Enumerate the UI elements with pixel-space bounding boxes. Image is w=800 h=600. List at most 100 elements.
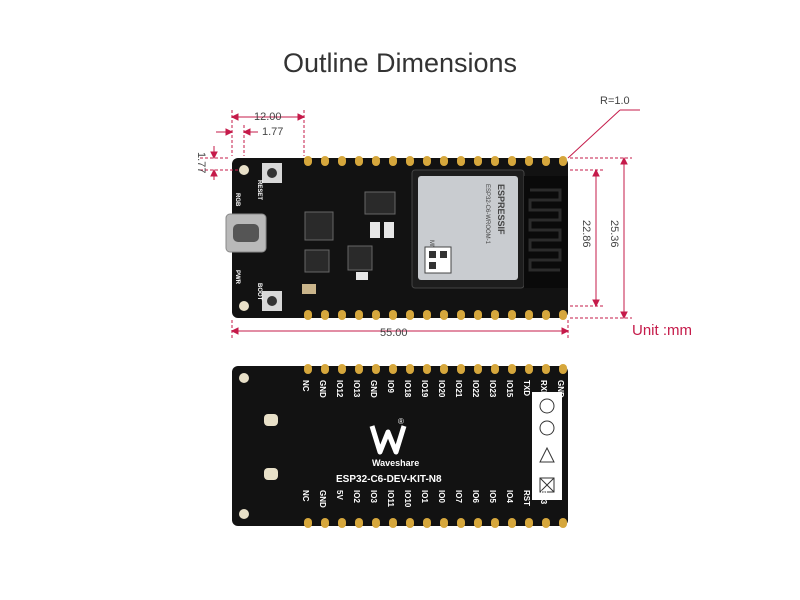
pb-free-icon — [539, 420, 555, 436]
dim-outer-height: 25.36 — [608, 220, 620, 248]
pin-pad — [321, 518, 329, 528]
top-board: ESPRESSIF ESP32-C6-WROOM-1 MN8 RGB RESET… — [225, 156, 568, 320]
dim-hole-offset-x: 1.77 — [262, 126, 283, 138]
dim-hole-offset-y: 1.77 — [195, 152, 207, 173]
pin-pad — [508, 518, 516, 528]
top-pin-label: IO15 — [505, 380, 514, 398]
waveshare-logo-icon — [369, 425, 407, 455]
dim-radius: R=1.0 — [600, 95, 630, 107]
pin-pad — [559, 518, 567, 528]
brand-text: Waveshare — [372, 458, 419, 468]
pin-pad — [372, 156, 380, 166]
ic-chip-3 — [347, 245, 373, 271]
bottom-pin-row — [304, 310, 567, 320]
pin-pad — [559, 156, 567, 166]
pin-pad — [338, 364, 346, 374]
top-pin-row — [304, 156, 567, 166]
dim-width-offset: 12.00 — [254, 111, 282, 123]
top-pin-label: IO18 — [403, 380, 412, 398]
top-pin-label: GND — [369, 380, 378, 398]
pin-pad — [406, 156, 414, 166]
pin-pad — [457, 518, 465, 528]
pin-pad — [372, 364, 380, 374]
pin-pad — [440, 364, 448, 374]
page-title: Outline Dimensions — [282, 48, 518, 78]
pin-pad — [491, 310, 499, 320]
pin-pad — [508, 364, 516, 374]
pin-pad — [474, 518, 482, 528]
bottom-pin-label: 5V — [335, 490, 344, 500]
boot-label: BOOT — [256, 283, 262, 301]
pin-pad — [440, 156, 448, 166]
ic-chip-4 — [364, 191, 396, 215]
bottom-pin-label: IO2 — [352, 490, 361, 503]
module-model-text: ESP32-C6-WROOM-1 — [484, 184, 490, 245]
pin-pad — [525, 310, 533, 320]
pin-pad — [304, 364, 312, 374]
top-pin-label: IO19 — [420, 380, 429, 398]
pin-pad — [474, 156, 482, 166]
module-brand-text: ESPRESSIF — [496, 184, 506, 235]
pin-pad — [355, 156, 363, 166]
reset-label: RESET — [256, 180, 262, 200]
bottom-board-top-pin-row — [304, 364, 567, 374]
pin-pad — [389, 518, 397, 528]
top-pin-label: IO12 — [335, 380, 344, 398]
top-pin-label: NC — [301, 380, 310, 392]
pin-pad — [491, 156, 499, 166]
bottom-pin-label: IO11 — [386, 490, 395, 507]
pin-pad — [304, 518, 312, 528]
pin-pad — [457, 364, 465, 374]
pin-pad — [355, 518, 363, 528]
top-pin-label: IO9 — [386, 380, 395, 393]
bottom-pin-label: IO1 — [420, 490, 429, 503]
usb-pad-1 — [264, 414, 278, 426]
pin-pad — [355, 364, 363, 374]
pin-pad — [338, 156, 346, 166]
pin-pad — [389, 364, 397, 374]
pin-pad — [525, 364, 533, 374]
svg-text:®: ® — [398, 417, 404, 426]
mount-hole-b-bottom-left — [239, 509, 249, 519]
dimension-lines — [200, 109, 640, 338]
pin-pad — [321, 310, 329, 320]
bottom-pin-label: RST — [522, 490, 531, 506]
pin-pad — [525, 156, 533, 166]
ic-chip-1 — [304, 211, 334, 241]
bottom-pin-label: IO4 — [505, 490, 514, 503]
top-pin-label: TXD — [522, 380, 531, 396]
bottom-pin-label: IO7 — [454, 490, 463, 503]
pin-pad — [423, 156, 431, 166]
pin-pad — [542, 518, 550, 528]
cert-panel — [532, 392, 562, 500]
rgb-label: RGB — [234, 193, 240, 207]
top-pin-label: IO20 — [437, 380, 446, 398]
pin-pad — [559, 310, 567, 320]
pin-pad — [372, 518, 380, 528]
bottom-pin-label: IO6 — [471, 490, 480, 503]
bottom-pin-label: NC — [301, 490, 310, 502]
pin-pad — [406, 364, 414, 374]
pin-pad — [491, 518, 499, 528]
pin-pad — [389, 310, 397, 320]
bottom-pin-label: IO10 — [403, 490, 412, 508]
pin-pad — [542, 156, 550, 166]
pin-pad — [542, 310, 550, 320]
bottom-board-bottom-pin-row — [304, 518, 567, 528]
pin-pad — [559, 364, 567, 374]
dim-inner-height: 22.86 — [580, 220, 592, 248]
pin-pad — [440, 310, 448, 320]
pin-pad — [321, 364, 329, 374]
pwr-label: PWR — [234, 270, 240, 285]
pin-pad — [406, 518, 414, 528]
dim-length: 55.00 — [380, 327, 408, 339]
usb-pad-2 — [264, 468, 278, 480]
mount-hole-top-left — [239, 165, 249, 175]
model-text: ESP32-C6-DEV-KIT-N8 — [336, 474, 442, 485]
pin-pad — [525, 518, 533, 528]
hf-icon — [539, 398, 555, 414]
mount-hole-bottom-left — [239, 301, 249, 311]
bottom-pin-label: IO0 — [437, 490, 446, 503]
top-pin-label: GND — [556, 380, 565, 398]
